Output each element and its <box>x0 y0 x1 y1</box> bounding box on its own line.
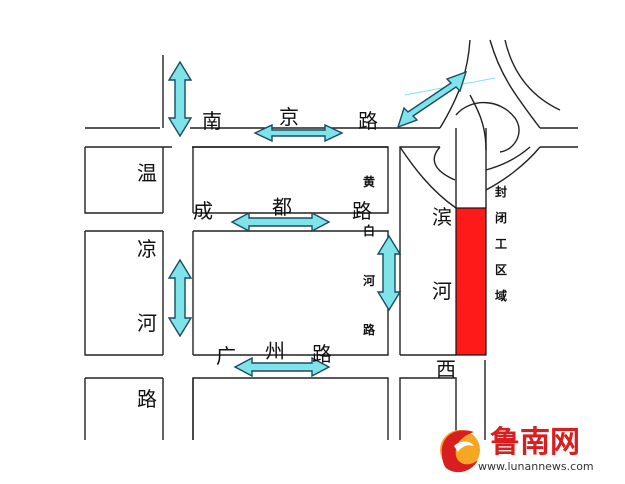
watermark-site-name: 鲁南网 <box>490 425 580 460</box>
binhe-road-char: 滨 <box>432 205 452 229</box>
binhe-block-lower <box>399 377 457 440</box>
watermark: 鲁南网 www.lunannews.com <box>440 425 594 473</box>
huangbai-road-char: 河 <box>362 273 375 288</box>
wenliang-road-char: 河 <box>137 311 157 335</box>
binhe-road-char: 河 <box>432 279 452 303</box>
closed-zone-char: 域 <box>495 288 507 303</box>
closed-work-zone <box>455 207 487 356</box>
flame-swirl-logo-icon <box>440 430 480 473</box>
interchange-loop-right <box>485 146 541 191</box>
double-headed-arrow-icon <box>396 70 468 129</box>
huangbai-road-char: 黄 <box>363 174 375 189</box>
huangbai-road-char: 白 <box>363 223 375 238</box>
nanjing-road-char: 南 <box>202 109 222 133</box>
closed-zone-char: 闭 <box>495 210 507 225</box>
double-headed-arrow-icon <box>230 211 331 233</box>
closed-zone-char: 区 <box>495 263 507 277</box>
guangzhou-road-char: 广 <box>216 344 236 368</box>
block-center-upper <box>193 146 389 214</box>
chengdu-road-char: 路 <box>352 199 372 223</box>
interchange-loop-left <box>433 146 456 181</box>
nanjing-road-char: 路 <box>358 109 378 133</box>
wenliang-road-char: 凉 <box>137 237 157 261</box>
nanjing-road-char: 京 <box>279 105 299 129</box>
double-headed-arrow-icon <box>253 123 344 143</box>
guangzhou-road-char: 州 <box>265 339 285 363</box>
double-headed-arrow-icon <box>376 234 402 312</box>
road-network <box>84 39 578 440</box>
binhe-road-char: 西 <box>436 357 456 381</box>
double-headed-arrow-icon <box>233 356 331 378</box>
interchange-ramp-2 <box>489 39 541 129</box>
watermark-url: www.lunannews.com <box>478 460 594 473</box>
block-west-2b <box>84 231 163 356</box>
closed-zone-char: 工 <box>495 237 507 251</box>
double-headed-arrow-icon <box>167 258 193 338</box>
road-labels: 南 京 路 成 都 路 广 州 路 温 凉 河 路 黄 白 河 路 滨 河 西 … <box>137 105 507 411</box>
interchange-center-ring <box>455 101 520 153</box>
double-headed-arrow-icon <box>167 60 193 138</box>
detour-arrows <box>167 60 468 378</box>
interchange-loop-right-2 <box>485 146 531 171</box>
chengdu-road-char: 都 <box>272 195 292 219</box>
wenliang-road-char: 路 <box>137 387 157 411</box>
binhe-block-upper <box>399 146 440 355</box>
guangzhou-road-char: 路 <box>312 342 332 366</box>
block-center-bottom <box>192 377 389 440</box>
wenliang-road-char: 温 <box>137 161 157 185</box>
block-west-1 <box>84 147 163 214</box>
huangbai-road-char: 路 <box>363 322 376 337</box>
chengdu-road-char: 成 <box>193 199 213 223</box>
interchange-ramp-3 <box>504 39 561 111</box>
closed-zone-char: 封 <box>495 184 507 199</box>
interchange-loop-left-2 <box>399 146 457 209</box>
block-center-lower <box>193 230 389 356</box>
